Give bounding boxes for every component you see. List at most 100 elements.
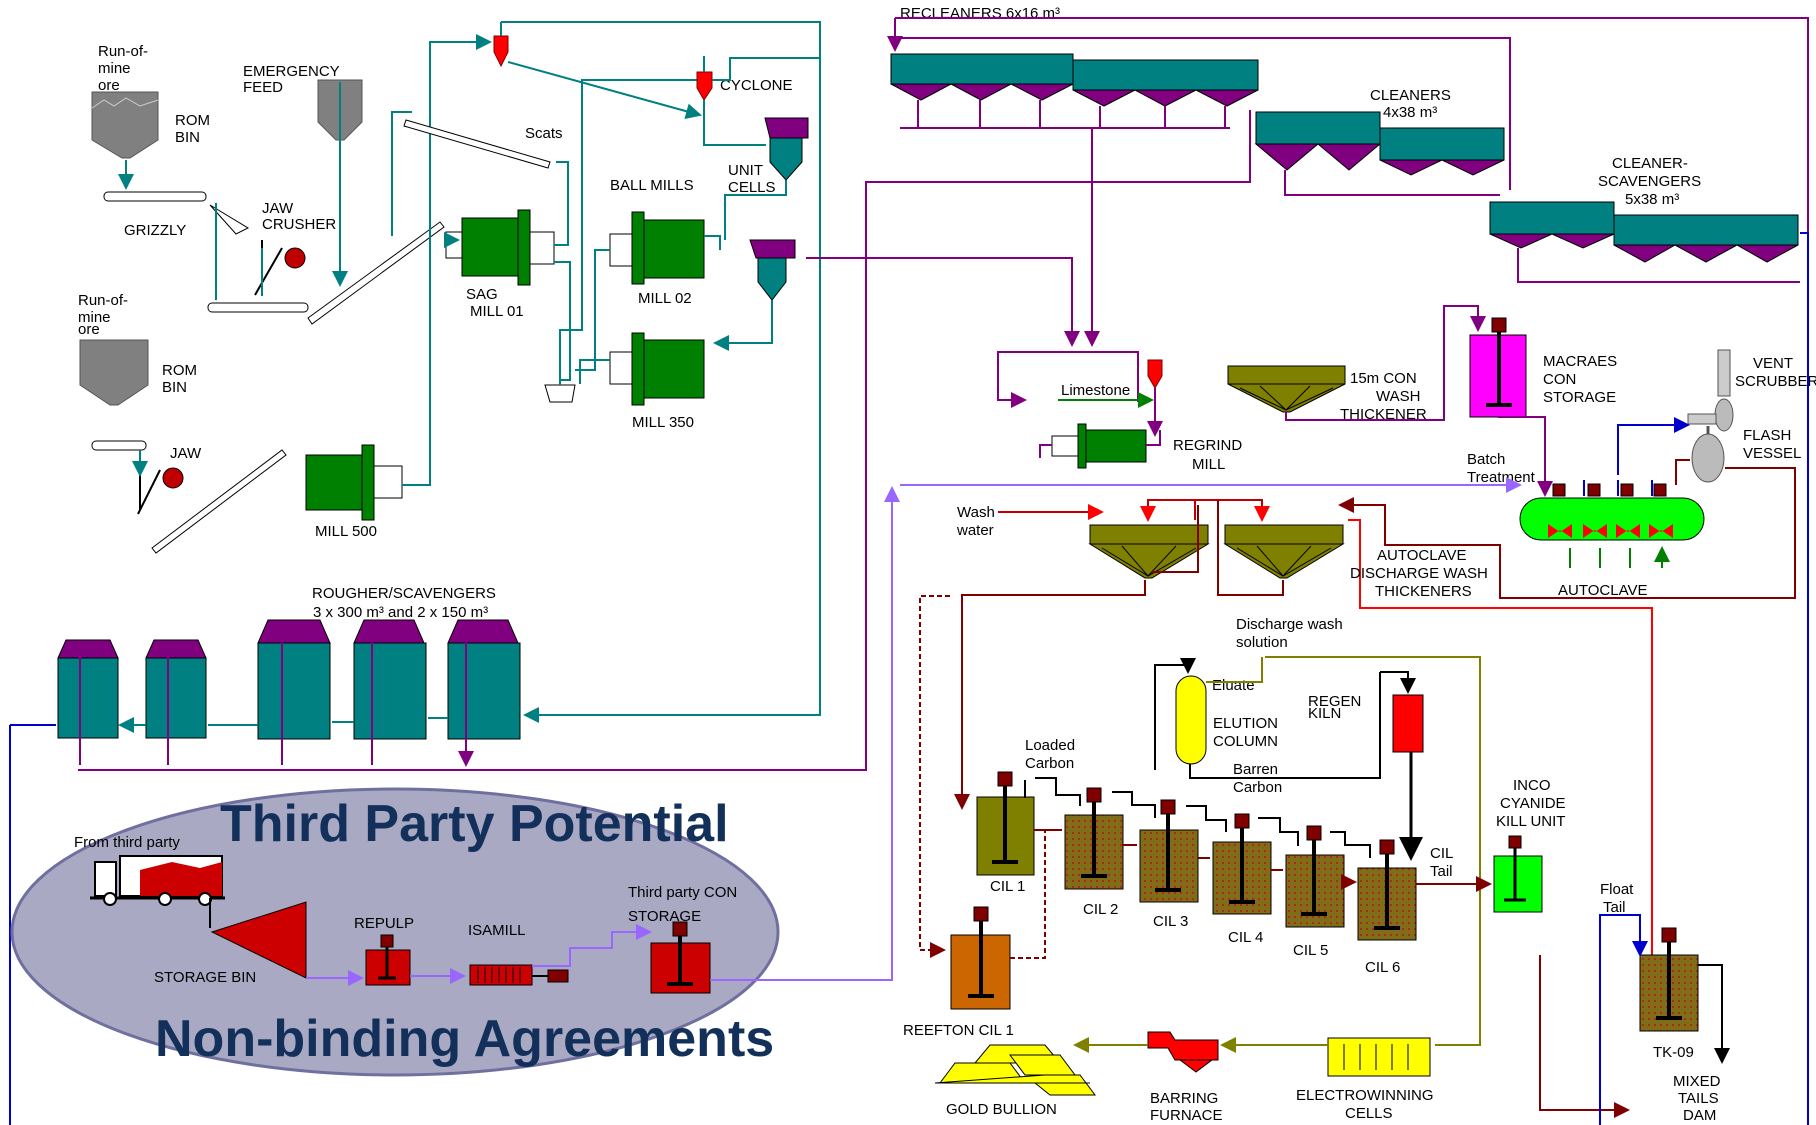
vent-scrubber xyxy=(1687,349,1734,432)
cleaner-scavenger-bank-2 xyxy=(1613,214,1799,263)
tk-09-label: TK-09 xyxy=(1653,1044,1694,1061)
rom-bin-2 xyxy=(79,339,149,406)
mill350-label: MILL 350 xyxy=(632,414,694,431)
from-third-party-label: From third party xyxy=(74,834,180,851)
recleaner-bank-1 xyxy=(890,53,1074,101)
regen-kiln xyxy=(1392,694,1424,753)
rougher-cell-4 xyxy=(353,619,427,740)
crusher-motor xyxy=(284,247,306,269)
ball-mill-350 xyxy=(609,332,705,406)
third-party-potential-title: Third Party Potential xyxy=(220,795,729,853)
cil-tank-2 xyxy=(1064,787,1124,890)
cil-tank-1 xyxy=(976,771,1035,876)
eluate-label: Eluate xyxy=(1212,677,1255,694)
third-party-section: Third Party Potential Non-binding Agreem… xyxy=(10,486,900,1077)
autoclave-vessel xyxy=(1519,483,1705,541)
transfer-conveyor xyxy=(207,302,309,313)
delivery-truck-icon xyxy=(90,855,225,906)
gold-bullion-bars xyxy=(934,1044,1096,1096)
storage-bin-triangle xyxy=(210,901,307,979)
jaw-crusher xyxy=(209,204,250,235)
barring-furnace xyxy=(1147,1031,1219,1073)
cleaner-bank-2 xyxy=(1379,127,1505,176)
mill-500 xyxy=(305,444,403,521)
scats-conveyor xyxy=(403,119,551,169)
mill-discharge-pump xyxy=(544,384,576,403)
mill500-feed-conveyor xyxy=(151,449,287,554)
cil-tank-4 xyxy=(1212,813,1272,915)
cil-6-label: CIL 6 xyxy=(1365,959,1400,976)
electrowinning-cells xyxy=(1327,1037,1431,1077)
rougher-cell-5 xyxy=(447,619,521,740)
jaw-motor xyxy=(162,467,184,489)
cil-tank-6 xyxy=(1357,839,1417,941)
jaw-label: JAW xyxy=(170,445,202,462)
ball-mills-label: BALL MILLS xyxy=(610,177,694,194)
recleaner-bank-2 xyxy=(1072,59,1259,107)
elution-column xyxy=(1175,675,1207,765)
gold-bullion-label: GOLD BULLION xyxy=(946,1101,1057,1118)
rom-bin-1 xyxy=(91,91,159,159)
autoclave-label: AUTOCLAVE xyxy=(1558,582,1647,599)
sag-mill-01 xyxy=(445,209,555,286)
cleaner-scavenger-bank-1 xyxy=(1489,201,1615,249)
tk-09-tank xyxy=(1639,927,1699,1032)
cyclone-label: CYCLONE xyxy=(720,77,793,94)
inco-cyanide-kill-unit xyxy=(1493,835,1543,913)
unit-cell-2 xyxy=(749,239,796,301)
macraes-con-storage xyxy=(1469,317,1527,418)
sag-feed-conveyor xyxy=(307,221,445,325)
reefton-cil-tank xyxy=(950,906,1011,1010)
grizzly-conveyor xyxy=(103,191,207,202)
mill02-label: MILL 02 xyxy=(638,290,692,307)
cleaner-bank-1 xyxy=(1254,111,1382,171)
rougher-cell-1 xyxy=(57,639,119,739)
con-wash-thickener xyxy=(1227,365,1346,413)
jaw-feeder-conveyor xyxy=(91,440,147,451)
reefton-cil-label: REEFTON CIL 1 xyxy=(903,1022,1014,1039)
cil-tank-5 xyxy=(1285,825,1345,928)
cil-1-label: CIL 1 xyxy=(990,878,1025,895)
regrind-cyclone xyxy=(1147,359,1163,389)
repulp-tank xyxy=(365,934,411,986)
grizzly-label: GRIZZLY xyxy=(124,222,186,239)
limestone-label: Limestone xyxy=(1061,382,1130,399)
scats-label: Scats xyxy=(525,125,563,142)
regrind-mill xyxy=(1051,423,1147,469)
isamill xyxy=(469,964,569,986)
rougher-cell-2 xyxy=(145,639,207,739)
